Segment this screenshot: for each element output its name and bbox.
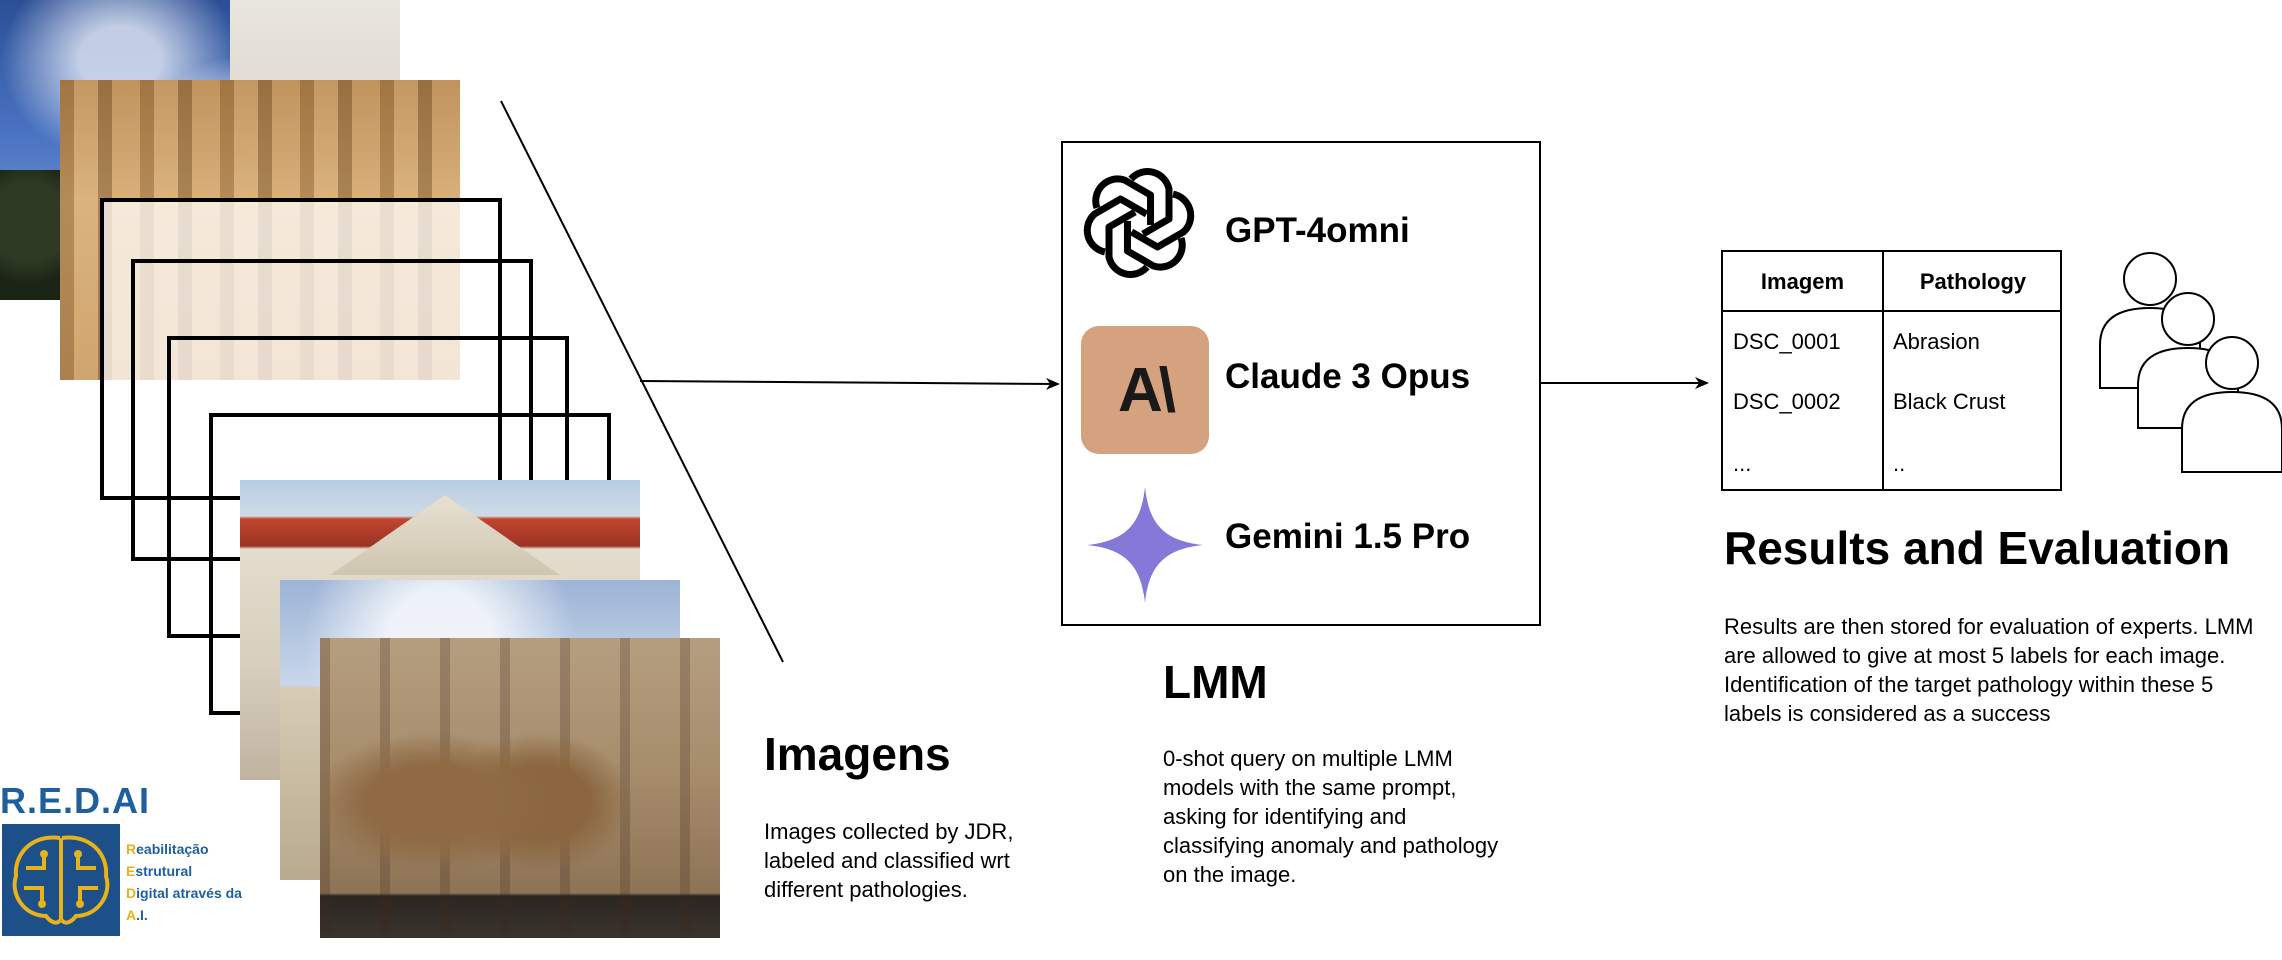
imagens-description: Images collected by JDR, labeled and cla… [764, 819, 1014, 902]
table-cell: ... [1733, 451, 1752, 476]
table-header-divider [1723, 310, 2062, 312]
table-cell: DSC_0001 [1733, 329, 1841, 354]
lmm-description: 0-shot query on multiple LMM models with… [1163, 746, 1499, 887]
logo-initial: D [126, 885, 137, 901]
model-gpt-4omni: GPT-4omni [1225, 211, 1410, 250]
logo-initial: A [126, 907, 137, 923]
table-header-pathology: Pathology [1919, 269, 2027, 294]
logo-word: .I. [136, 907, 148, 923]
anthropic-logo-text: A\ [1118, 355, 1176, 425]
lmm-models-box: GPT-4omni A\ Claude 3 Opus Gemini 1.5 Pr… [1061, 141, 1541, 626]
user-group-icon [2099, 252, 2282, 473]
table-cell: Abrasion [1893, 329, 1980, 354]
arrow-images-to-lmm [639, 377, 1060, 390]
stone-statues-photo [320, 638, 720, 938]
results-description: Results are then stored for evaluation o… [1724, 614, 2254, 726]
table-cell: .. [1893, 451, 1906, 476]
results-table: Imagem Pathology DSC_0001 Abrasion DSC_0… [1721, 250, 2062, 491]
model-claude-3-opus: Claude 3 Opus [1225, 357, 1471, 396]
lmm-heading: LMM [1163, 656, 1268, 708]
logo-word: strutural [135, 863, 193, 879]
results-heading: Results and Evaluation [1724, 522, 2231, 574]
logo-initial: R [126, 841, 137, 857]
gemini-star-icon [1087, 487, 1203, 603]
anthropic-logo-icon: A\ [1081, 326, 1209, 454]
logo-word: eabilitação [136, 841, 209, 857]
table-cell: DSC_0002 [1733, 389, 1841, 414]
model-gemini-1-5-pro: Gemini 1.5 Pro [1225, 517, 1471, 556]
logo-initial: E [126, 863, 136, 879]
imagens-heading: Imagens [764, 728, 951, 780]
openai-logo-icon [1083, 168, 1195, 278]
portal-sculptures-photo [60, 80, 460, 380]
table-header-imagem: Imagem [1760, 269, 1845, 294]
table-cell: Black Crust [1893, 389, 2006, 414]
redai-logo: R.E.D.AI Reabilitação Estrutural Digital… [0, 780, 250, 940]
table-col-divider [1882, 252, 1884, 491]
logo-word: igital através da [136, 885, 242, 901]
redai-logo-title: R.E.D.AI [0, 780, 151, 821]
brain-circuit-icon [2, 824, 120, 936]
redai-logo-tagline: Reabilitação Estrutural Digital através … [126, 838, 242, 926]
